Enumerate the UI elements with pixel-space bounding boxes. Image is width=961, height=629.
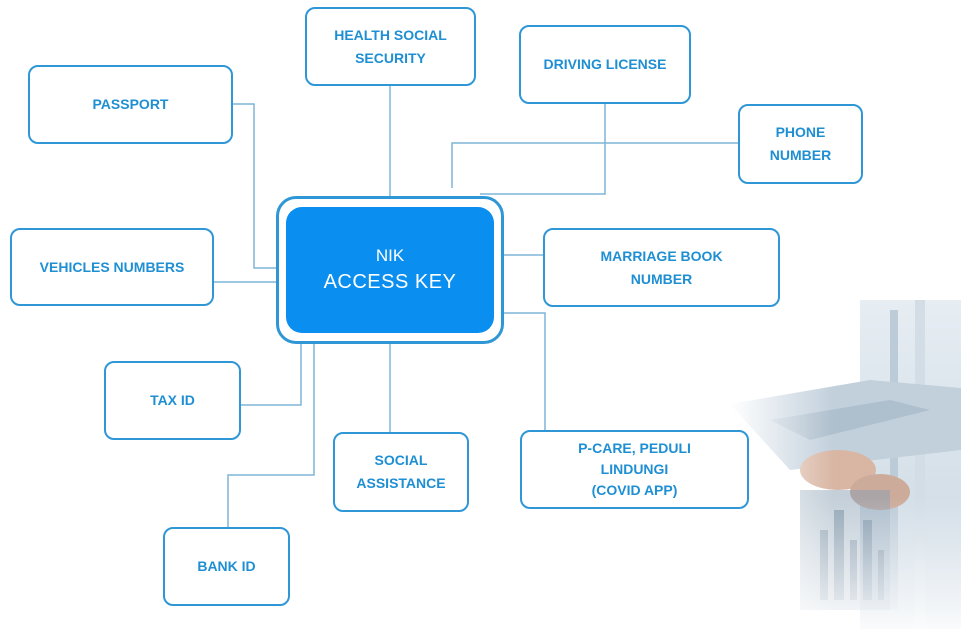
node-label-line: PHONE: [775, 124, 826, 140]
node-label-line: ASSISTANCE: [356, 475, 446, 491]
node-label-line: PASSPORT: [92, 96, 169, 112]
background-photo: [730, 300, 961, 629]
connector-phone: [451, 142, 738, 188]
node-bank-id: BANK ID: [163, 527, 290, 606]
connector-bank: [227, 342, 315, 527]
node-label-line: P-CARE, PEDULI: [578, 440, 691, 456]
node-p-care-peduli-lindungi: P-CARE, PEDULI LINDUNGI (COVID APP): [520, 430, 749, 509]
node-marriage-book-number: MARRIAGE BOOK NUMBER: [543, 228, 780, 307]
node-phone-number: PHONE NUMBER: [738, 104, 863, 184]
node-vehicles-numbers: VEHICLES NUMBERS: [10, 228, 214, 306]
connector-tax: [241, 342, 302, 406]
connector-passport: [233, 103, 276, 269]
hub-nik-access-key: NIK ACCESS KEY: [286, 207, 494, 333]
node-tax-id: TAX ID: [104, 361, 241, 440]
node-label-line: (COVID APP): [591, 482, 678, 498]
node-label-line: SOCIAL: [374, 452, 428, 468]
node-label-line: NUMBER: [769, 147, 832, 163]
node-label-line: SECURITY: [355, 49, 426, 66]
node-label-line: BANK ID: [197, 558, 256, 574]
node-label-line: MARRIAGE BOOK: [600, 247, 723, 264]
node-passport: PASSPORT: [28, 65, 233, 144]
node-label-line: VEHICLES NUMBERS: [39, 258, 185, 275]
node-label-line: HEALTH SOCIAL: [334, 26, 447, 43]
node-social-assistance: SOCIAL ASSISTANCE: [333, 432, 469, 512]
node-label-line: NUMBER: [630, 270, 693, 287]
hub-line-2: ACCESS KEY: [323, 271, 457, 293]
node-health-social-security: HEALTH SOCIAL SECURITY: [305, 7, 476, 86]
connector-pcare: [504, 312, 546, 430]
connector-driving: [480, 104, 606, 195]
hub-line-1: NIK: [375, 246, 405, 265]
node-driving-license: DRIVING LICENSE: [519, 25, 691, 104]
node-label-line: DRIVING LICENSE: [543, 56, 667, 72]
node-label-line: LINDUNGI: [600, 461, 669, 477]
node-label-line: TAX ID: [150, 392, 195, 408]
